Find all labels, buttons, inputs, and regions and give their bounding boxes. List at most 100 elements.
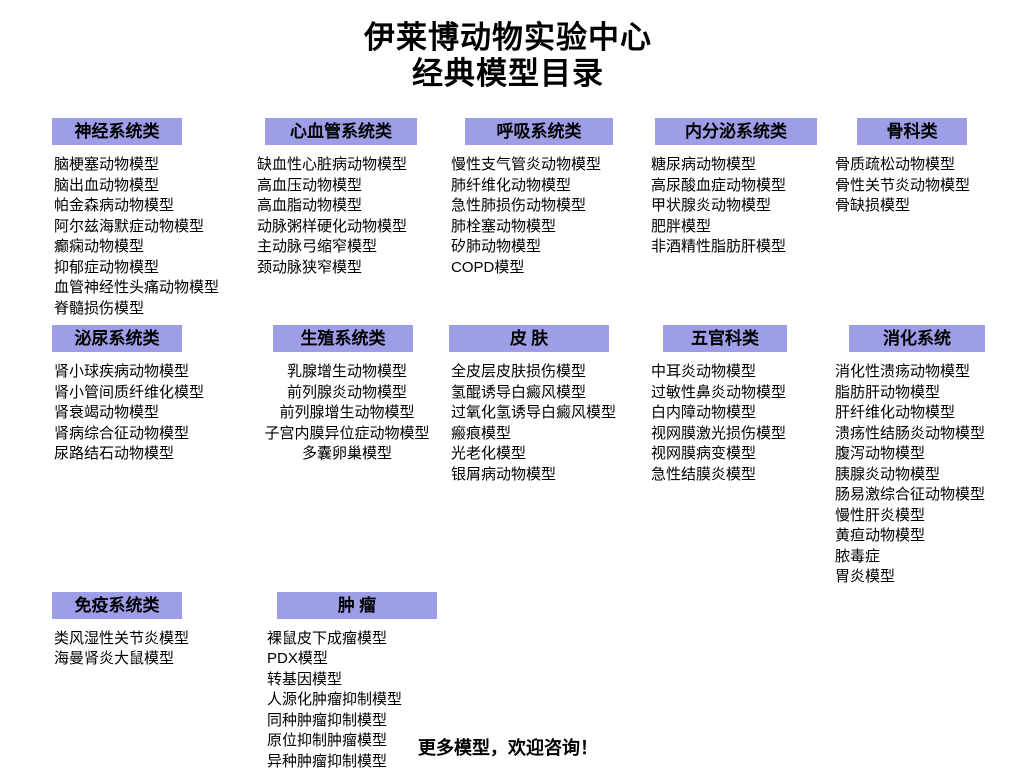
list-item: 白内障动物模型 bbox=[651, 404, 757, 421]
category-item-list: 类风湿性关节炎模型 海曼肾炎大鼠模型 bbox=[44, 619, 249, 670]
category-band-2: 泌尿系统类 肾小球疾病动物模型 肾小管间质纤维化模型 肾衰竭动物模型 肾病综合征… bbox=[0, 325, 1016, 588]
list-item: 全皮层皮肤损伤模型 bbox=[451, 363, 587, 380]
category-item-list: 全皮层皮肤损伤模型 氢醌诱导白癜风模型 过氧化氢诱导白癜风模型 瘢痕模型 光老化… bbox=[445, 352, 645, 485]
list-item: 胰腺炎动物模型 bbox=[835, 465, 941, 483]
category-item-list: 糖尿病动物模型 高尿酸血症动物模型 甲状腺炎动物模型 肥胖模型 非酒精性脂肪肝模… bbox=[645, 145, 835, 258]
list-item: 颈动脉狭窄模型 bbox=[257, 258, 363, 276]
category-block-ent: 五官科类 中耳炎动物模型 过敏性鼻炎动物模型 白内障动物模型 视网膜激光损伤模型… bbox=[645, 325, 835, 485]
category-heading: 骨科类 bbox=[857, 118, 967, 145]
category-item-list: 缺血性心脏病动物模型 高血压动物模型 高血脂动物模型 动脉粥样硬化动物模型 主动… bbox=[249, 145, 445, 278]
list-item: 过氧化氢诱导白癜风模型 bbox=[451, 404, 617, 421]
list-item: 缺血性心脏病动物模型 bbox=[257, 156, 408, 173]
list-item: 骨缺损模型 bbox=[835, 197, 911, 214]
category-item-list: 裸鼠皮下成瘤模型 PDX模型 转基因模型 人源化肿瘤抑制模型 同种肿瘤抑制模型 … bbox=[249, 619, 445, 772]
page-title: 伊莱博动物实验中心 经典模型目录 bbox=[0, 0, 1016, 92]
list-item: 多囊卵巢模型 bbox=[301, 445, 392, 462]
list-item: 肺栓塞动物模型 bbox=[451, 217, 557, 235]
list-item: 瘢痕模型 bbox=[451, 424, 512, 442]
category-block-oncology: 肿 瘤 裸鼠皮下成瘤模型 PDX模型 转基因模型 人源化肿瘤抑制模型 同种肿瘤抑… bbox=[249, 591, 445, 772]
list-item: 视网膜激光损伤模型 bbox=[651, 424, 787, 442]
category-block-digestive: 消化系统 消化性溃疡动物模型 脂肪肝动物模型 肝纤维化动物模型 溃疡性结肠炎动物… bbox=[835, 325, 1016, 588]
list-item: 脂肪肝动物模型 bbox=[835, 383, 941, 401]
category-heading: 心血管系统类 bbox=[265, 118, 417, 145]
list-item: 脑出血动物模型 bbox=[54, 176, 160, 194]
list-item: 高尿酸血症动物模型 bbox=[651, 176, 787, 194]
list-item: 甲状腺炎动物模型 bbox=[651, 197, 772, 214]
list-item: 肺纤维化动物模型 bbox=[451, 176, 572, 194]
list-item: 骨性关节炎动物模型 bbox=[835, 176, 971, 194]
list-item: 肾病综合征动物模型 bbox=[54, 424, 190, 442]
list-item: 过敏性鼻炎动物模型 bbox=[651, 383, 787, 401]
list-item: COPD模型 bbox=[451, 258, 525, 276]
list-item: 同种肿瘤抑制模型 bbox=[267, 711, 388, 729]
list-item: 阿尔兹海默症动物模型 bbox=[54, 217, 205, 235]
list-item: 抑郁症动物模型 bbox=[54, 258, 160, 276]
list-item: 银屑病动物模型 bbox=[451, 465, 557, 483]
category-item-list: 乳腺增生动物模型 前列腺炎动物模型 前列腺增生动物模型 子宫内膜异位症动物模型 … bbox=[249, 352, 445, 465]
list-item: 动脉粥样硬化动物模型 bbox=[257, 217, 408, 235]
list-item: 光老化模型 bbox=[451, 445, 527, 462]
category-heading: 免疫系统类 bbox=[52, 591, 182, 619]
list-item: 脓毒症 bbox=[835, 547, 881, 565]
category-heading: 生殖系统类 bbox=[273, 325, 413, 352]
list-item: 尿路结石动物模型 bbox=[54, 445, 175, 462]
footer-note: 更多模型，欢迎咨询！ bbox=[418, 738, 598, 758]
list-item: 溃疡性结肠炎动物模型 bbox=[835, 424, 986, 442]
list-item: 胃炎模型 bbox=[835, 568, 896, 585]
list-item: 黄疸动物模型 bbox=[835, 527, 926, 544]
list-item: 中耳炎动物模型 bbox=[651, 363, 757, 380]
list-item: 癫痫动物模型 bbox=[54, 238, 145, 255]
list-item: PDX模型 bbox=[267, 650, 328, 667]
category-heading: 呼吸系统类 bbox=[465, 118, 613, 145]
list-item: 脊髓损伤模型 bbox=[54, 299, 145, 317]
list-item: 高血脂动物模型 bbox=[257, 197, 363, 214]
list-item: 子宫内膜异位症动物模型 bbox=[264, 424, 430, 442]
category-heading: 皮 肤 bbox=[449, 325, 609, 352]
category-heading: 泌尿系统类 bbox=[52, 325, 182, 352]
list-item: 主动脉弓缩窄模型 bbox=[257, 238, 378, 255]
category-block-urology: 泌尿系统类 肾小球疾病动物模型 肾小管间质纤维化模型 肾衰竭动物模型 肾病综合征… bbox=[44, 325, 249, 465]
list-item: 帕金森病动物模型 bbox=[54, 197, 175, 214]
category-block-neurology: 神经系统类 脑梗塞动物模型 脑出血动物模型 帕金森病动物模型 阿尔兹海默症动物模… bbox=[44, 118, 249, 319]
list-item: 骨质疏松动物模型 bbox=[835, 156, 956, 173]
list-item: 脑梗塞动物模型 bbox=[54, 156, 160, 173]
category-band-3: 免疫系统类 类风湿性关节炎模型 海曼肾炎大鼠模型 肿 瘤 裸鼠皮下成瘤模型 PD… bbox=[0, 591, 1016, 772]
list-item: 异种肿瘤抑制模型 bbox=[267, 752, 388, 770]
list-item: 消化性溃疡动物模型 bbox=[835, 363, 971, 380]
category-block-cardiovascular: 心血管系统类 缺血性心脏病动物模型 高血压动物模型 高血脂动物模型 动脉粥样硬化… bbox=[249, 118, 445, 278]
list-item: 转基因模型 bbox=[267, 670, 343, 688]
category-block-respiratory: 呼吸系统类 慢性支气管炎动物模型 肺纤维化动物模型 急性肺损伤动物模型 肺栓塞动… bbox=[445, 118, 645, 278]
category-block-reproductive: 生殖系统类 乳腺增生动物模型 前列腺炎动物模型 前列腺增生动物模型 子宫内膜异位… bbox=[249, 325, 445, 465]
list-item: 裸鼠皮下成瘤模型 bbox=[267, 629, 388, 647]
list-item: 慢性肝炎模型 bbox=[835, 506, 926, 524]
list-item: 矽肺动物模型 bbox=[451, 238, 542, 255]
list-item: 前列腺炎动物模型 bbox=[286, 383, 407, 401]
category-block-dermatology: 皮 肤 全皮层皮肤损伤模型 氢醌诱导白癜风模型 过氧化氢诱导白癜风模型 瘢痕模型… bbox=[445, 325, 645, 485]
list-item: 乳腺增生动物模型 bbox=[286, 363, 407, 380]
category-item-list: 骨质疏松动物模型 骨性关节炎动物模型 骨缺损模型 bbox=[835, 145, 1016, 217]
list-item: 高血压动物模型 bbox=[257, 176, 363, 194]
title-line-2: 经典模型目录 bbox=[412, 56, 604, 91]
category-heading: 消化系统 bbox=[849, 325, 985, 352]
list-item: 人源化肿瘤抑制模型 bbox=[267, 691, 403, 708]
list-item: 视网膜病变模型 bbox=[651, 445, 757, 462]
list-item: 前列腺增生动物模型 bbox=[279, 404, 415, 421]
category-item-list: 肾小球疾病动物模型 肾小管间质纤维化模型 肾衰竭动物模型 肾病综合征动物模型 尿… bbox=[44, 352, 249, 465]
list-item: 肾衰竭动物模型 bbox=[54, 404, 160, 421]
list-item: 类风湿性关节炎模型 bbox=[54, 629, 190, 647]
title-line-1: 伊莱博动物实验中心 bbox=[364, 20, 652, 55]
category-block-endocrine: 内分泌系统类 糖尿病动物模型 高尿酸血症动物模型 甲状腺炎动物模型 肥胖模型 非… bbox=[645, 118, 835, 258]
category-item-list: 中耳炎动物模型 过敏性鼻炎动物模型 白内障动物模型 视网膜激光损伤模型 视网膜病… bbox=[645, 352, 835, 485]
list-item: 慢性支气管炎动物模型 bbox=[451, 156, 602, 173]
list-item: 肥胖模型 bbox=[651, 217, 712, 235]
list-item: 氢醌诱导白癜风模型 bbox=[451, 383, 587, 401]
list-item: 肾小管间质纤维化模型 bbox=[54, 383, 205, 401]
list-item: 肠易激综合征动物模型 bbox=[835, 486, 986, 503]
category-heading: 五官科类 bbox=[663, 325, 787, 352]
category-block-immunology: 免疫系统类 类风湿性关节炎模型 海曼肾炎大鼠模型 bbox=[44, 591, 249, 670]
list-item: 急性结膜炎模型 bbox=[651, 465, 757, 483]
list-item: 海曼肾炎大鼠模型 bbox=[54, 650, 175, 667]
category-block-orthopedics: 骨科类 骨质疏松动物模型 骨性关节炎动物模型 骨缺损模型 bbox=[835, 118, 1016, 217]
category-item-list: 脑梗塞动物模型 脑出血动物模型 帕金森病动物模型 阿尔兹海默症动物模型 癫痫动物… bbox=[44, 145, 249, 319]
